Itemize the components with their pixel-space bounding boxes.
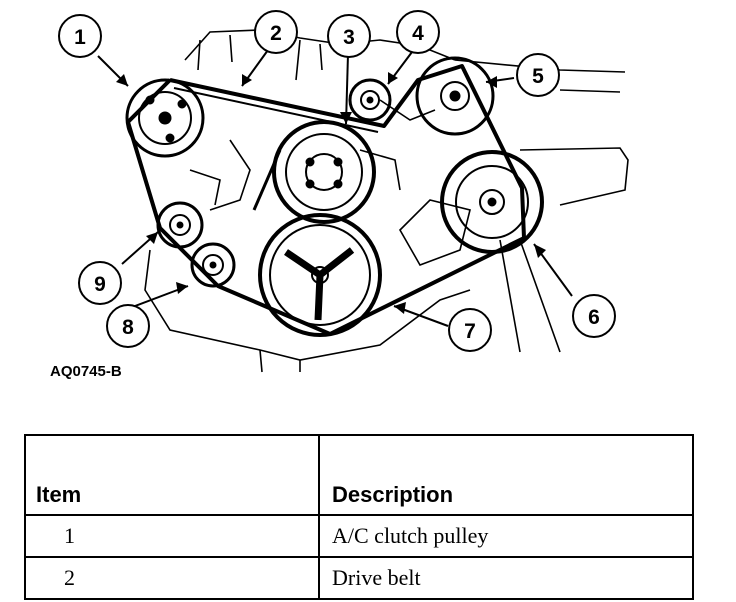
pulley-3 [272,120,376,224]
callout-3-label: 3 [343,26,355,49]
table-row: 1 A/C clutch pulley [24,514,694,558]
description-column-header: Description [318,434,694,516]
pulley-5 [415,56,495,136]
callout-7-label: 7 [464,320,476,343]
legend-table: Item Description 1 A/C clutch pulley 2 D… [24,434,694,600]
table-row: 2 Drive belt [24,556,694,600]
belt-routing-diagram: 1 2 3 4 5 6 7 8 9 AQ0745-B [50,10,629,380]
callout-2: 2 [254,10,298,54]
callout-2-label: 2 [270,22,282,45]
drive-belt [126,64,526,336]
callout-5-label: 5 [532,65,544,88]
callout-6-label: 6 [588,306,600,329]
item-cell: 2 [24,556,320,600]
item-column-header: Item [24,434,320,516]
callout-4: 4 [396,10,440,54]
callout-5: 5 [516,53,560,97]
legend-header-row: Item Description [24,434,694,516]
callout-8: 8 [106,304,150,348]
callout-1: 1 [58,14,102,58]
item-cell: 1 [24,514,320,558]
pulley-7-crankshaft [258,213,382,337]
callout-9-label: 9 [94,273,106,296]
pulley-9-tensioner [156,201,204,249]
pulley-6 [440,150,544,254]
leader-arrowheads [116,72,546,314]
pulley-4-idler [348,78,392,122]
description-cell: Drive belt [318,556,694,600]
callout-3: 3 [327,14,371,58]
figure-code: AQ0745-B [50,363,122,380]
description-cell: A/C clutch pulley [318,514,694,558]
callout-7: 7 [448,308,492,352]
callout-9: 9 [78,261,122,305]
callout-1-label: 1 [74,26,86,49]
pulley-8-idler [190,242,236,288]
callout-8-label: 8 [122,316,134,339]
callout-6: 6 [572,294,616,338]
callout-4-label: 4 [412,22,424,45]
